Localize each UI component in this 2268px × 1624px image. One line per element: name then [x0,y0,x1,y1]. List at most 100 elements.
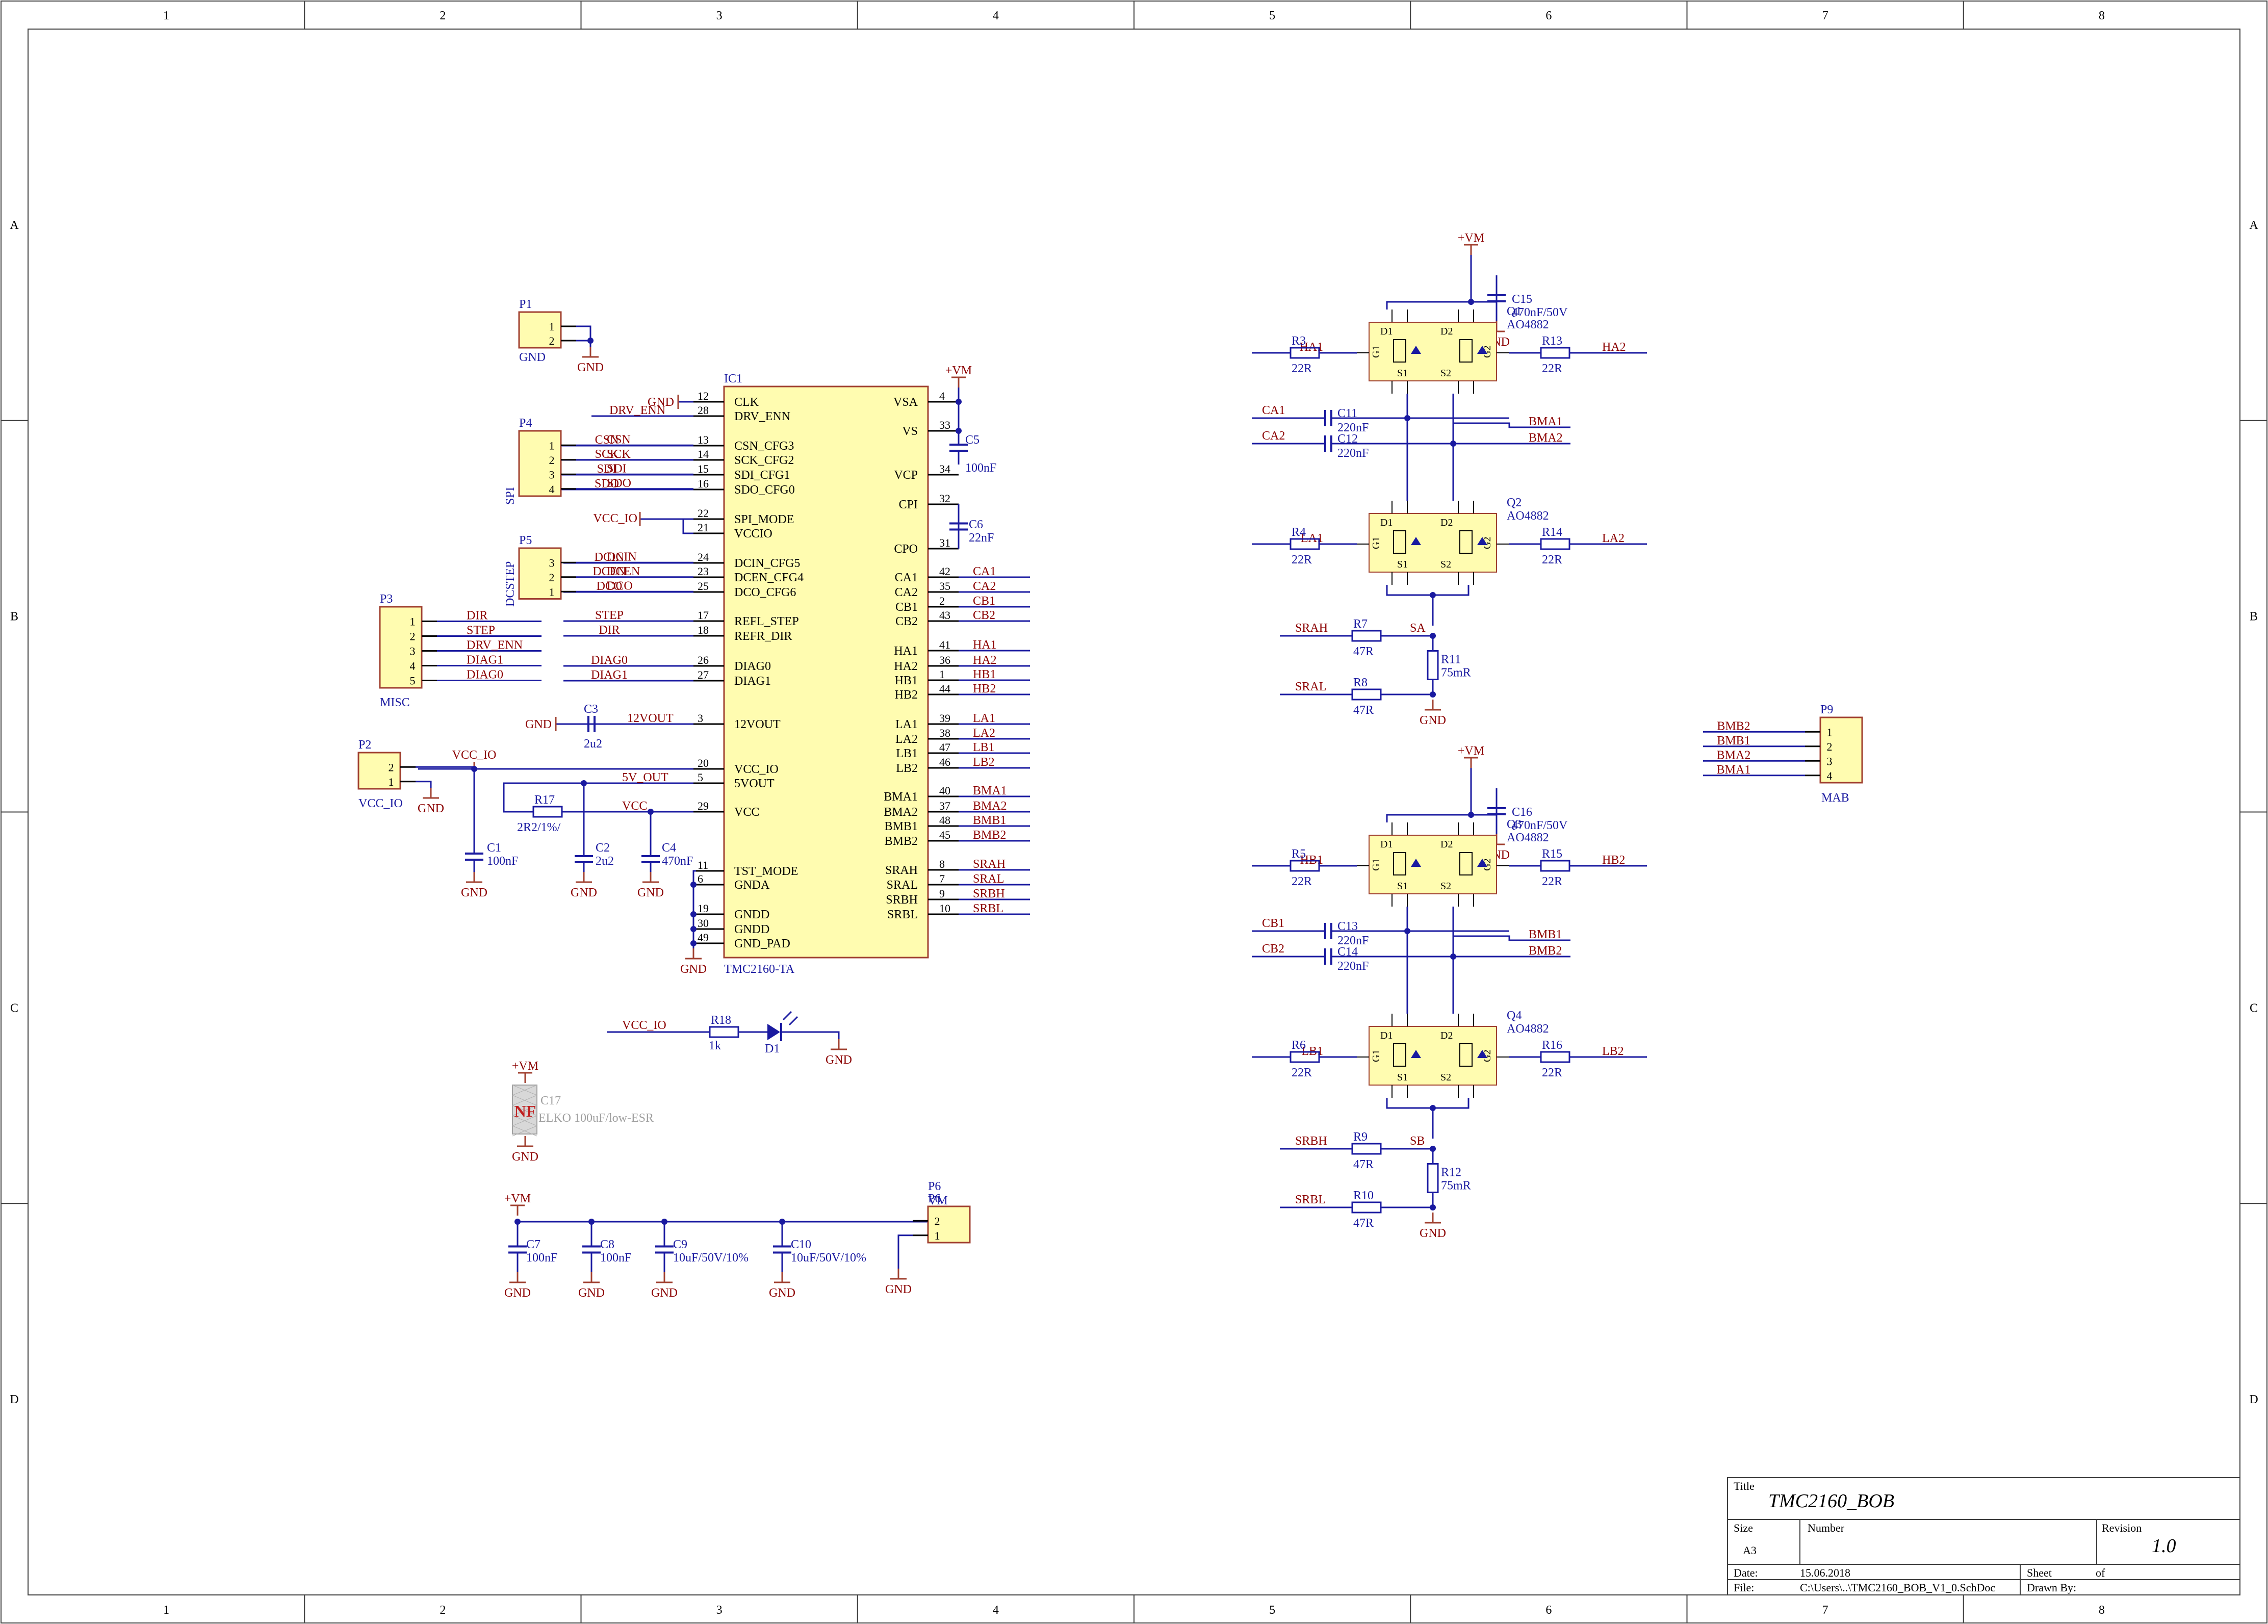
pin-number: 36 [939,654,950,666]
wire [512,1115,537,1126]
pin-number: 23 [698,565,709,578]
pin-number: 13 [698,433,709,446]
column-marker-bottom: 8 [2099,1604,2105,1617]
res-value: 47R [1353,1158,1374,1171]
pin-number: 2 [549,454,555,467]
column-marker-bottom: 3 [716,1604,723,1617]
cap-value: 470nF [662,855,693,868]
pin-number: 5 [410,675,416,687]
net-label: SRAH [1295,622,1328,635]
pin-name: HB1 [895,674,918,687]
mosfet-part: AO4882 [1507,1022,1549,1036]
pin-number: 2 [389,761,394,774]
pin-name: VS [902,425,918,438]
pin-name: G1 [1371,859,1382,871]
net-label: CA2 [1262,429,1285,443]
row-marker-right: A [2249,219,2258,232]
vm-label: +VM [945,364,972,377]
net-label: BMB2 [1529,944,1562,958]
fet-channel-icon [1459,852,1473,875]
net-label: BMA1 [973,784,1007,797]
column-marker-top: 6 [1545,9,1552,22]
gnd-label: GND [577,361,604,374]
gnd-label: GND [512,1150,538,1164]
net-label: SRBH [973,887,1005,900]
junction-dot [1430,1204,1436,1210]
size-label: Size [1734,1522,1753,1534]
column-marker-bottom: 2 [440,1604,446,1617]
pin-number: 31 [939,536,950,549]
pin-name: LB1 [896,747,918,760]
net-label: CSN [607,433,631,446]
pin-name: G2 [1482,346,1493,358]
pin-number: 9 [939,887,945,900]
connector-label: MAB [1821,791,1849,805]
pin-name: CPO [894,543,918,556]
pin-name: CA1 [895,571,918,584]
column-marker-top: 7 [1822,9,1828,22]
mosfet-ref: Q3 [1507,818,1522,831]
resistor: R17 [515,793,580,818]
vm-symbol: +VM [1458,231,1484,255]
cap-value: 470nF/50V [1512,819,1568,832]
body-diode-icon [1411,537,1421,545]
net-label: BMB1 [973,814,1006,827]
pin-name: BMA1 [884,790,918,804]
resistor-body [1351,688,1382,701]
row-marker-left: B [10,610,18,624]
junction-dot [1430,691,1436,698]
connector-body [379,606,423,689]
wire [1386,1098,1470,1109]
pin-name: GND_PAD [734,937,790,950]
resistor-body [709,1026,739,1038]
wire [682,519,693,534]
res-ref: R8 [1353,676,1368,689]
title-label: Title [1734,1480,1755,1492]
fet-channel-icon [1459,530,1473,554]
cap-value: 100nF [965,461,996,475]
gnd-label: GND [826,1053,852,1067]
cap-value: 470nF/50V [1512,306,1568,319]
net-label: DRV_ENN [609,404,665,417]
net-label: 5V_OUT [622,771,668,784]
h-bridge-b: +VMC16470nF/50VGNDD1D2S1S2G1G2Q3AO4882HB… [1252,744,1647,1240]
pin-number: 2 [935,1215,940,1227]
pin-number: 41 [939,638,950,651]
capacitor: C5 [949,431,980,465]
net-label: BMB2 [1717,719,1750,733]
net-label: BMB2 [973,829,1006,842]
mosfet-ref: Q1 [1507,305,1522,318]
pin-name: REFL_STEP [734,615,799,628]
pin-number: 19 [698,902,709,915]
pin-number: 4 [549,483,555,496]
pin-number: 2 [410,630,416,643]
cap-value: 220nF [1337,934,1369,947]
row-marker-right: C [2250,1001,2258,1015]
junction-dot [1404,928,1410,934]
cap-ref: C6 [969,518,983,531]
vm-label: +VM [1458,744,1484,758]
pin-name: SRAL [887,879,918,892]
gnd-label: GND [525,718,552,731]
gnd-label: GND [504,1286,531,1300]
res-value: 22R [1292,553,1312,566]
connector-label: DCSTEP [504,561,517,607]
cap-ref: C2 [596,841,610,855]
